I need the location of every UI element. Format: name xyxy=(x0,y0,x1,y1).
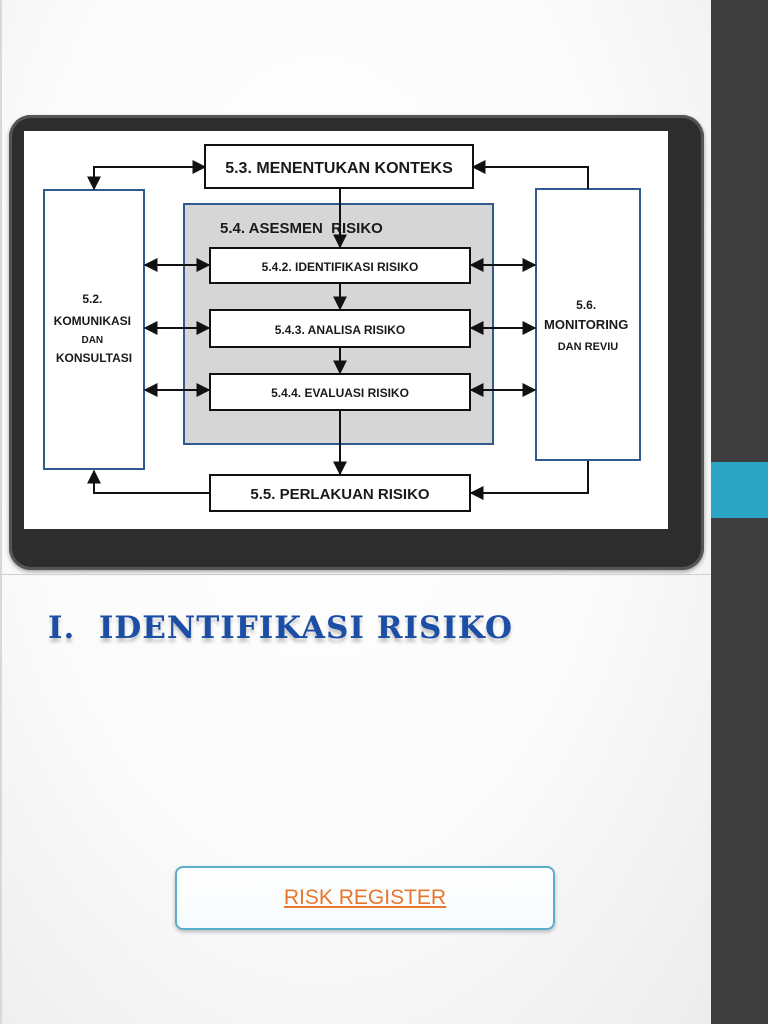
treatment-to-communication-arrow xyxy=(87,469,210,494)
slide-divider xyxy=(0,574,711,575)
communication-line-2: KOMUNIKASI xyxy=(54,314,131,328)
communication-line-4: KONSULTASI xyxy=(56,351,132,365)
communication-box xyxy=(43,189,145,470)
svg-text:5.2. KOMUNIKASI DA: 5.2. KOMUNIKASI DAN KONSULTASI xyxy=(54,292,135,365)
accent-block xyxy=(711,462,768,518)
monitoring-to-treatment-arrow xyxy=(469,461,589,500)
risk-register-button[interactable]: RISK REGISTER xyxy=(175,866,555,930)
analyze-step-label: 5.4.3. ANALISA RISIKO xyxy=(275,323,405,337)
treatment-box-label: 5.5. PERLAKUAN RISIKO xyxy=(250,486,430,503)
evaluate-step-label: 5.4.4. EVALUASI RISIKO xyxy=(271,386,409,400)
identify-step-label: 5.4.2. IDENTIFIKASI RISIKO xyxy=(262,260,419,274)
communication-line-1: 5.2. xyxy=(82,292,102,306)
monitoring-line-3: DAN REVIU xyxy=(558,341,619,353)
context-to-monitoring-arrow xyxy=(471,160,589,189)
svg-text:5.6. MONITORING DA: 5.6. MONITORING DAN REVIU xyxy=(544,297,632,353)
assessment-title: 5.4. ASESMEN RISIKO xyxy=(220,220,383,237)
monitoring-line-1: 5.6. xyxy=(576,298,596,312)
context-box-label: 5.3. MENENTUKAN KONTEKS xyxy=(225,160,453,177)
context-box xyxy=(204,144,474,189)
communication-line-3: DAN xyxy=(81,335,103,346)
risk-management-process-diagram: 5.4. ASESMEN RISIKO 5.2. KOMUNIKASI DAN … xyxy=(24,131,668,529)
risk-register-link[interactable]: RISK REGISTER xyxy=(283,886,447,909)
monitoring-line-2: MONITORING xyxy=(544,317,628,332)
section-title: I. IDENTIFIKASI RISIKO xyxy=(48,610,513,646)
context-to-communication-arrow xyxy=(87,160,207,191)
